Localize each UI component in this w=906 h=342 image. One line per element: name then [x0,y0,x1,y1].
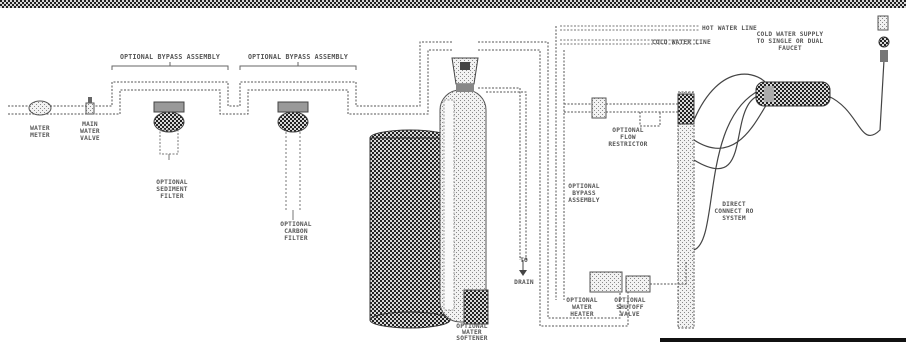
label-bypass-vertical: OPTIONAL BYPASS ASSEMBLY [568,183,599,204]
svg-text:CARBON: CARBON [284,228,308,235]
svg-text:SOFTENER: SOFTENER [456,335,487,342]
main-valve [85,97,95,115]
top-border [0,0,906,8]
label-shutoff-valve: OPTIONAL SHUTOFF VALVE [614,297,645,318]
svg-text:MAIN: MAIN [82,121,98,128]
bypass-bracket-2 [239,62,357,70]
softener-control-valve [451,57,479,92]
bypass-bracket-1 [111,62,229,70]
svg-text:METER: METER [30,132,50,139]
svg-text:FILTER: FILTER [284,235,308,242]
svg-text:RESTRICTOR: RESTRICTOR [608,141,647,148]
svg-text:FILTER: FILTER [160,193,184,200]
svg-text:OPTIONAL: OPTIONAL [566,297,597,304]
main-supply-pipe [8,41,452,115]
svg-text:VALVE: VALVE [620,311,640,318]
softener-outlet-pipes [478,41,629,327]
label-to-drain: TO DRAIN [514,257,534,286]
hot-water-line [560,25,700,31]
sediment-filter [153,101,185,160]
svg-text:SYSTEM: SYSTEM [722,215,746,222]
svg-text:OPTIONAL: OPTIONAL [614,297,645,304]
svg-text:ASSEMBLY: ASSEMBLY [568,197,599,204]
label-sediment-filter: OPTIONAL SEDIMENT FILTER [156,179,187,200]
svg-text:BYPASS: BYPASS [572,190,596,197]
ro-system [677,91,695,329]
carbon-filter [277,101,309,220]
label-hot-water-line: HOT WATER LINE [702,25,757,32]
svg-text:OPTIONAL: OPTIONAL [456,323,487,330]
bottom-rule [660,338,906,342]
label-bypass-1: OPTIONAL BYPASS ASSEMBLY [120,53,220,61]
svg-text:OPTIONAL: OPTIONAL [280,221,311,228]
label-water-meter: WATER METER [30,125,50,139]
svg-text:COLD WATER LINE: COLD WATER LINE [652,39,711,46]
svg-text:TO: TO [520,257,528,264]
svg-text:SHUTOFF: SHUTOFF [616,304,644,311]
svg-text:OPTIONAL: OPTIONAL [568,183,599,190]
faucet [877,15,890,62]
svg-text:CONNECT RO: CONNECT RO [714,208,753,215]
svg-text:OPTIONAL BYPASS ASSEMBLY: OPTIONAL BYPASS ASSEMBLY [120,53,220,61]
label-flow-restrictor: OPTIONAL FLOW RESTRICTOR [608,127,647,148]
svg-text:WATER: WATER [80,128,100,135]
shutoff-valve [625,262,687,293]
svg-text:OPTIONAL: OPTIONAL [612,127,643,134]
drain-line [519,260,527,276]
svg-text:COLD WATER SUPPLY: COLD WATER SUPPLY [757,31,824,38]
water-heater [589,271,623,293]
label-water-softener: OPTIONAL WATER SOFTENER [456,323,487,342]
label-carbon-filter: OPTIONAL CARBON FILTER [280,221,311,242]
cold-water-line [560,39,700,45]
faucet-tubing [693,59,885,251]
svg-text:TO SINGLE OR DUAL: TO SINGLE OR DUAL [757,38,824,45]
label-water-heater: OPTIONAL WATER HEATER [566,297,597,318]
svg-text:WATER: WATER [30,125,50,132]
distribution-riser [555,26,565,300]
svg-text:WATER: WATER [462,329,482,336]
label-ro-system: DIRECT CONNECT RO SYSTEM [714,201,753,222]
label-bypass-2: OPTIONAL BYPASS ASSEMBLY [248,53,348,61]
svg-text:VALVE: VALVE [80,135,100,142]
label-faucet-supply: COLD WATER SUPPLY TO SINGLE OR DUAL FAUC… [757,31,824,52]
svg-text:DIRECT: DIRECT [722,201,746,208]
label-cold-water-line: COLD WATER LINE [652,39,711,46]
brine-tank [369,129,451,329]
ro-membrane-housing [755,81,831,107]
resin-tank [439,89,489,325]
svg-text:OPTIONAL BYPASS ASSEMBLY: OPTIONAL BYPASS ASSEMBLY [248,53,348,61]
svg-text:SEDIMENT: SEDIMENT [156,186,187,193]
label-main-water-valve: MAIN WATER VALVE [80,121,100,142]
svg-text:OPTIONAL: OPTIONAL [156,179,187,186]
svg-text:HOT WATER LINE: HOT WATER LINE [702,25,757,32]
svg-text:DRAIN: DRAIN [514,279,534,286]
svg-text:WATER: WATER [572,304,592,311]
water-meter [28,100,52,116]
flow-restrictor [564,97,680,127]
svg-text:FAUCET: FAUCET [778,45,802,52]
svg-text:FLOW: FLOW [620,134,636,141]
svg-text:HEATER: HEATER [570,311,594,318]
